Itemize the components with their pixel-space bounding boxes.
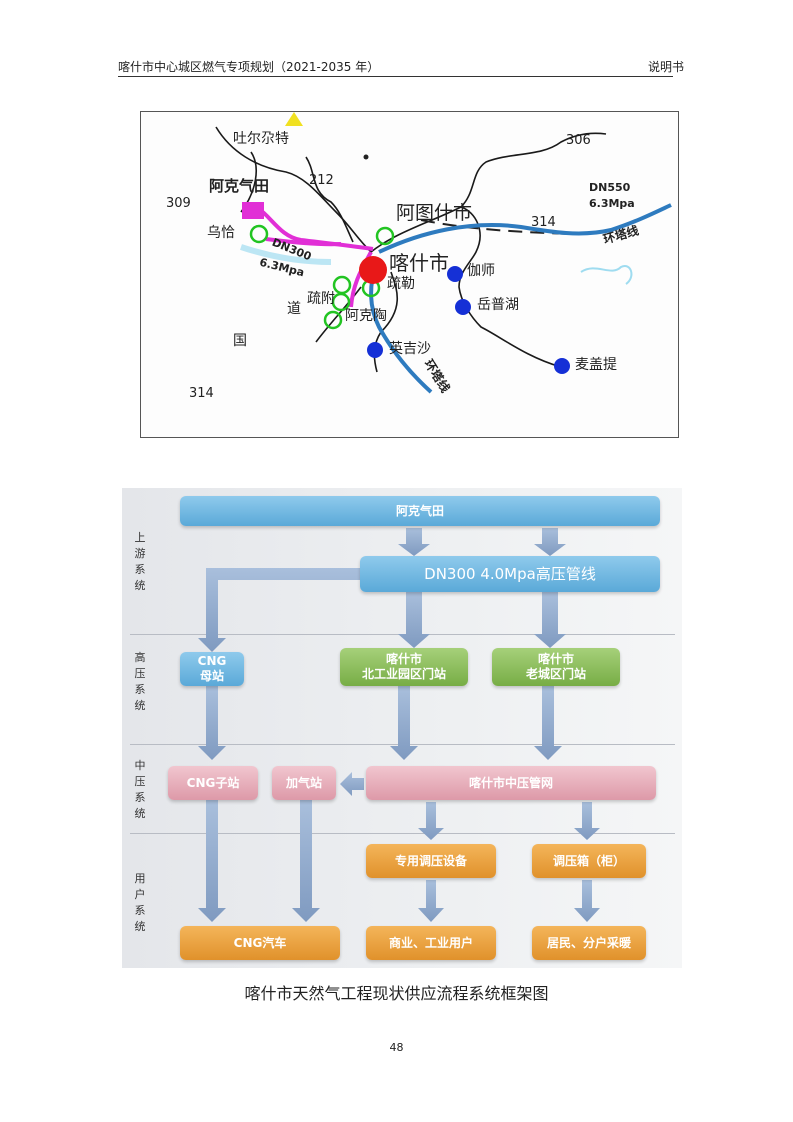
row-label-upstream: 上游系统 xyxy=(134,531,146,592)
row-label-user: 用户系统 xyxy=(134,872,146,933)
label-jiashi: 伽师 xyxy=(467,263,495,279)
residential-heating-box: 居民、分户采暖 xyxy=(532,926,646,960)
arrow-cng-sub-car xyxy=(198,800,226,922)
commercial-industrial-users-box: 商业、工业用户 xyxy=(366,926,496,960)
label-maigaiti: 麦盖提 xyxy=(575,357,617,373)
cng-mother-station-box: CNG 母站 xyxy=(180,652,244,686)
label-atushi: 阿图什市 xyxy=(396,202,473,224)
label-shufu: 疏附 xyxy=(307,291,335,307)
cng-vehicle-box: CNG汽车 xyxy=(180,926,340,960)
north-gate-line2: 北工业园区门站 xyxy=(361,667,446,681)
label-road-212: 212 xyxy=(309,173,334,188)
cng-mother-line1: CNG xyxy=(197,654,227,668)
lake-icon xyxy=(580,265,633,285)
arrow-special-commercial xyxy=(418,880,444,922)
figure-caption: 喀什市天然气工程现状供应流程系统框架图 xyxy=(244,984,549,1003)
supply-flow-diagram: 上游系统 高压系统 中压系统 用户系统 xyxy=(122,488,682,968)
gas-field-source-icon xyxy=(242,202,264,219)
label-akeda: 阿克陶 xyxy=(345,308,387,324)
regulator-cabinet-box: 调压箱（柜） xyxy=(532,844,646,878)
label-dao: 道 xyxy=(287,301,301,317)
label-guo: 国 xyxy=(233,333,247,349)
medium-pressure-network-box: 喀什市中压管网 xyxy=(366,766,656,800)
arrow-trunk-old-gate xyxy=(534,592,566,648)
label-road-309: 309 xyxy=(166,196,191,211)
arrow-fuel-station-car xyxy=(292,800,320,922)
trunk-pipeline-box: DN300 4.0Mpa高压管线 xyxy=(360,556,660,592)
label-road-314-east: 314 xyxy=(531,215,556,230)
row-label-high-pressure: 高压系统 xyxy=(134,651,146,712)
arrow-reg-residential xyxy=(574,880,600,922)
map-dot xyxy=(363,154,369,160)
south-ring-pipeline xyxy=(369,261,433,394)
label-road-314-west: 314 xyxy=(189,386,214,401)
river-icon xyxy=(240,244,332,265)
border-marker-icon xyxy=(285,112,303,126)
label-akeqitian: 阿克气田 xyxy=(209,177,270,195)
arrow-source-trunk-1 xyxy=(398,528,430,556)
arrow-network-special-reg xyxy=(418,802,444,840)
document-header-title: 喀什市中心城区燃气专项规划（2021-2035 年） xyxy=(118,60,380,74)
label-shule: 疏勒 xyxy=(387,276,415,292)
north-industrial-gate-station-box: 喀什市 北工业园区门站 xyxy=(340,648,468,686)
gate-station-rings xyxy=(249,224,395,330)
north-gate-line1: 喀什市 xyxy=(385,652,422,666)
gas-network-map: 吐尔尕特 309 212 306 314 314 阿克气田 乌恰 阿图什市 喀什… xyxy=(140,111,679,438)
label-kashi: 喀什市 xyxy=(389,251,449,275)
label-wuqia: 乌恰 xyxy=(207,225,235,241)
arrow-north-gate-network xyxy=(390,686,418,760)
dn300-pipeline xyxy=(257,207,374,308)
label-dn550: DN550 xyxy=(589,181,631,194)
special-regulator-box: 专用调压设备 xyxy=(366,844,496,878)
arrow-network-fuel-station xyxy=(340,772,364,796)
old-gate-line2: 老城区门站 xyxy=(525,667,586,681)
arrow-old-gate-network xyxy=(534,686,562,760)
row-separator xyxy=(130,833,675,834)
source-akeqitian-box: 阿克气田 xyxy=(180,496,660,526)
label-pressure-550: 6.3Mpa xyxy=(589,197,635,210)
arrow-source-trunk-2 xyxy=(534,528,566,556)
map-drawing xyxy=(215,112,672,394)
old-town-gate-station-box: 喀什市 老城区门站 xyxy=(492,648,620,686)
flow-arrows xyxy=(198,528,600,922)
row-label-medium-pressure: 中压系统 xyxy=(134,759,146,820)
label-road-306: 306 xyxy=(566,133,591,148)
arrow-network-reg-box xyxy=(574,802,600,840)
cng-mother-line2: 母站 xyxy=(199,669,224,683)
dn550-pipeline xyxy=(378,203,672,254)
kashi-city-node-icon xyxy=(359,256,387,284)
page-number: 48 xyxy=(389,1041,404,1054)
arrow-trunk-cng-mother xyxy=(198,568,362,652)
label-yingjisha: 英吉沙 xyxy=(389,341,431,357)
arrow-cng-mother-sub xyxy=(198,686,226,760)
header-divider xyxy=(118,76,673,77)
label-tuerduote: 吐尔尕特 xyxy=(233,131,289,147)
cng-sub-station-box: CNG子站 xyxy=(168,766,258,800)
label-yuepuhu: 岳普湖 xyxy=(477,297,519,313)
town-node-icons xyxy=(367,266,570,374)
fuel-station-box: 加气站 xyxy=(272,766,336,800)
document-header-section: 说明书 xyxy=(648,60,685,74)
old-gate-line1: 喀什市 xyxy=(537,652,574,666)
arrow-trunk-north-gate xyxy=(398,592,430,648)
